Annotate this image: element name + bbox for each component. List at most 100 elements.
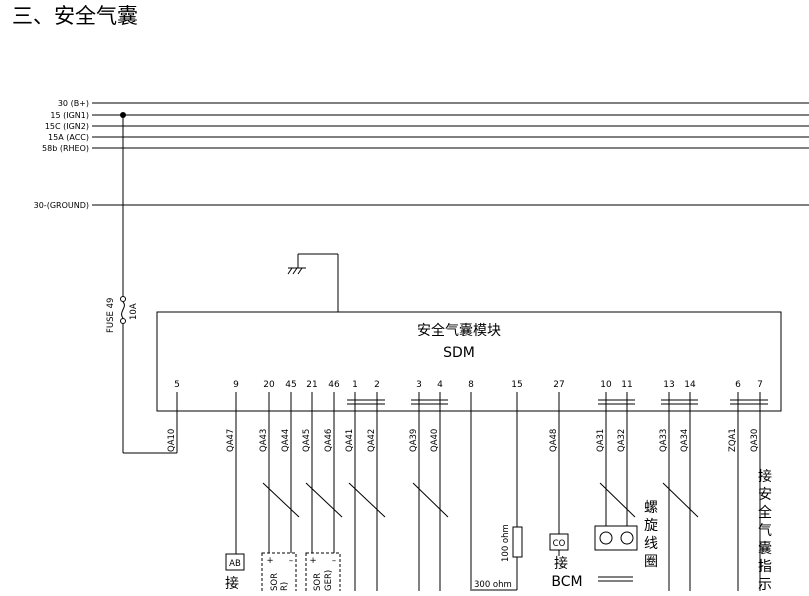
switch-line: [599, 482, 636, 518]
pin-number: 8: [468, 380, 474, 390]
switch-line: [305, 482, 343, 518]
pin-number: 5: [174, 380, 180, 390]
fuse-terminal-top: [120, 296, 126, 302]
pin-number: 27: [553, 380, 564, 390]
airbag-connector: AB 接: [225, 553, 245, 592]
wire-code: QA40: [430, 429, 440, 452]
wire-code: QA43: [259, 429, 269, 452]
co-caption-1: 接: [554, 555, 568, 572]
wire-code: QA34: [680, 429, 690, 452]
indicator-char: 示: [758, 577, 772, 591]
wire-code: QA46: [324, 429, 334, 452]
pin-number: 13: [663, 380, 674, 390]
wire-code: QA45: [302, 429, 312, 452]
sensor-1-text: SOR: [270, 573, 280, 591]
indicator-char: 囊: [758, 540, 772, 557]
indicator-char: 全: [758, 504, 772, 521]
pin-number: 1: [352, 380, 358, 390]
switch-line: [262, 482, 300, 518]
resistor-100-body: [512, 526, 523, 558]
rail-label: 15 (IGN1): [50, 111, 89, 120]
indicator-char: 指: [758, 559, 772, 575]
co-label: CO: [553, 539, 566, 549]
indicator-char: 安: [758, 487, 772, 503]
fuse-terminal-bottom: [120, 318, 126, 324]
coil-loop-2: [620, 531, 634, 545]
wire-code: QA47: [226, 429, 236, 452]
pin-number: 11: [621, 380, 632, 390]
rail-label: 30 (B+): [58, 99, 89, 108]
module-box: [156, 311, 782, 412]
pin-number: 15: [511, 380, 522, 390]
pin-number: 21: [306, 380, 317, 390]
pin-number: 45: [285, 380, 296, 390]
resistor-300: 300 ohm: [472, 580, 517, 591]
sensor-1-text2: R): [280, 582, 290, 591]
fuse-element: [121, 301, 125, 319]
wire-code: QA39: [409, 429, 419, 452]
coil-char: 圈: [644, 554, 658, 570]
module-name-en: SDM: [443, 345, 475, 361]
rail-label: 15C (IGN2): [45, 122, 89, 131]
rail-label: 30-(GROUND): [34, 201, 89, 210]
pin-number: 9: [233, 380, 239, 390]
sensor-1: + – SOR R): [261, 552, 297, 594]
indicator-char: 接: [758, 468, 772, 485]
ab-box: [225, 553, 245, 571]
sensor-2-minus: –: [332, 556, 336, 566]
resistor-300-label: 300 ohm: [474, 580, 512, 590]
pin-number: 10: [600, 380, 612, 390]
coil-char: 线: [644, 536, 658, 552]
sensor-switches: [262, 482, 699, 518]
pin-number: 7: [757, 380, 763, 390]
fuse-name: FUSE 49: [106, 298, 116, 333]
pin-number: 46: [328, 380, 340, 390]
sensor-2-text2: GER): [324, 570, 334, 591]
wire-code: QA32: [617, 429, 627, 452]
module-name-cn: 安全气囊模块: [417, 322, 501, 339]
switch-line: [662, 482, 699, 518]
indicator-char: 气: [758, 523, 772, 539]
wire-code: QA44: [281, 429, 291, 452]
wire-code: QA33: [659, 429, 669, 452]
ab-label: AB: [229, 559, 241, 569]
pin-number: 6: [735, 380, 741, 390]
ground-hatch-3: [297, 267, 303, 275]
wire-code: QA30: [750, 429, 760, 452]
pin-number: 2: [374, 380, 380, 390]
pin-number: 3: [416, 380, 422, 390]
co-caption-2: BCM: [551, 574, 582, 590]
resistor-100-label: 100 ohm: [501, 524, 511, 562]
coil-box: [594, 525, 638, 551]
sensor-2-plus: +: [309, 556, 316, 566]
sensor-2-box: [305, 552, 341, 594]
rail-label: 58b (RHEO): [42, 144, 89, 153]
ground-connection: [287, 253, 339, 312]
wire-code: QA10: [167, 429, 177, 452]
sensor-2: + – SOR GER): [305, 552, 341, 594]
fuse-branch: FUSE 49 10A: [106, 112, 177, 454]
ab-caption: 接: [225, 575, 239, 591]
sensor-2-text: SOR: [313, 573, 323, 591]
fuse-rating: 10A: [129, 303, 139, 320]
co-box: [549, 533, 569, 551]
resistor-100: 100 ohm: [501, 524, 523, 562]
ground-hatch-1: [287, 267, 293, 275]
wire-code: QA41: [345, 429, 355, 452]
power-rails: 30 (B+) 15 (IGN1) 15C (IGN2) 15A (ACC) 58b (…: [34, 99, 809, 210]
wire-code: QA48: [549, 429, 559, 452]
ground-hatch-2: [292, 267, 298, 275]
switch-line: [348, 482, 386, 518]
rail-label: 15A (ACC): [48, 133, 89, 142]
sensor-1-minus: –: [289, 556, 293, 566]
coil-char: 旋: [644, 518, 658, 534]
sdm-module: 安全气囊模块 SDM: [156, 311, 782, 412]
pin-number: 20: [263, 380, 275, 390]
co-connector: CO 接 BCM: [549, 533, 583, 590]
